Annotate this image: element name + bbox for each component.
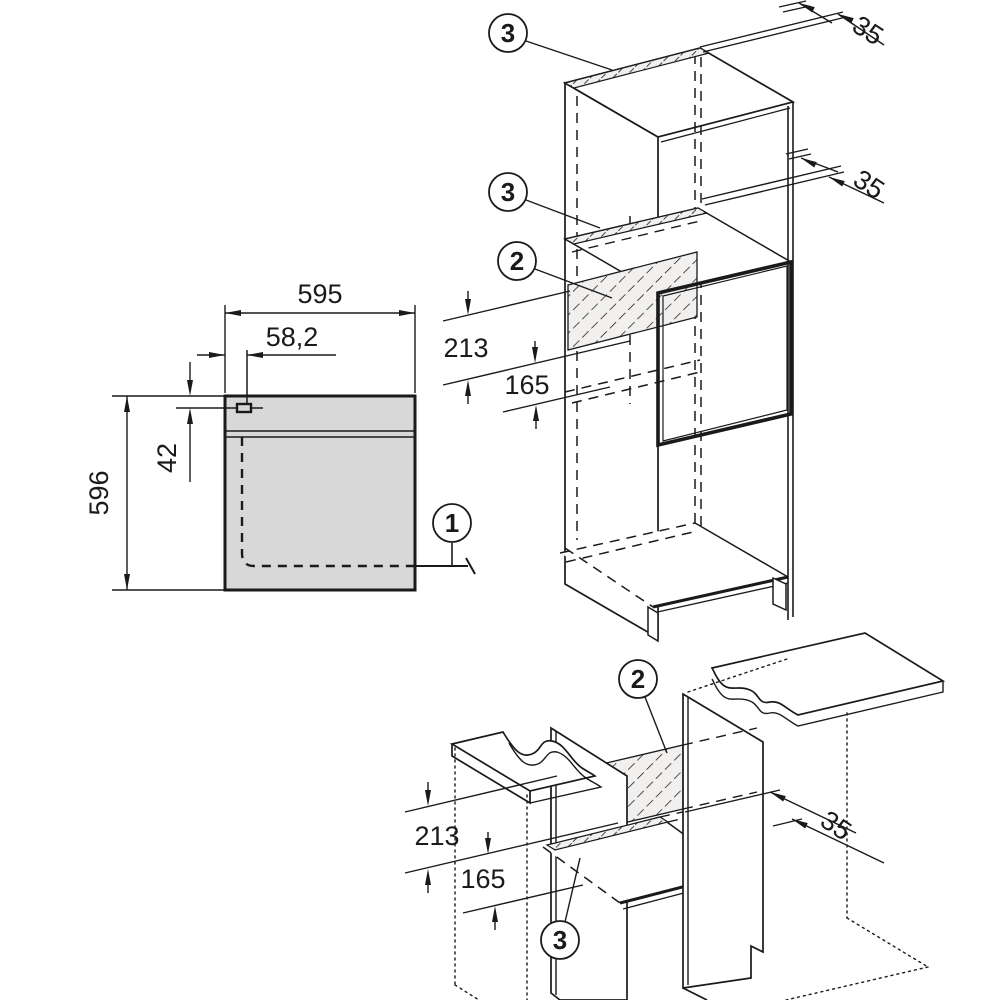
callout-3-shelf: 3 bbox=[501, 177, 515, 207]
callout-circle-3-shelf bbox=[488, 172, 528, 212]
vent-strip-top bbox=[563, 47, 711, 89]
tall-foot-left bbox=[647, 605, 659, 643]
dim-offset: 58,2 bbox=[266, 322, 319, 352]
base-unit-view bbox=[404, 632, 946, 1000]
tall-unit-view bbox=[442, 0, 885, 643]
dim-height: 596 bbox=[84, 470, 114, 515]
dim-vent-base: 35 bbox=[815, 805, 857, 847]
fixing-clip bbox=[235, 402, 253, 414]
callout-1: 1 bbox=[445, 508, 459, 538]
dim-vent-top: 35 bbox=[847, 10, 889, 52]
dim-cutout-bottom-tall: 165 bbox=[504, 370, 549, 400]
right-cabinet-panel bbox=[682, 692, 764, 989]
callout-circle-3-top bbox=[488, 13, 528, 53]
rear-cutout-hatch bbox=[567, 251, 698, 351]
dim-clip-drop: 42 bbox=[152, 443, 182, 473]
recess-dashed-outline bbox=[240, 437, 415, 568]
callout-3-base: 3 bbox=[553, 925, 567, 955]
right-worktop bbox=[710, 632, 946, 716]
appliance-niche bbox=[656, 259, 793, 448]
vent-strip-shelf bbox=[563, 207, 709, 245]
callout-3-top: 3 bbox=[501, 18, 515, 48]
callout-2-tall: 2 bbox=[510, 246, 524, 276]
right-worktop-break-edge bbox=[711, 678, 944, 727]
left-worktop-break-edge bbox=[508, 742, 603, 804]
appliance-outline bbox=[223, 394, 417, 592]
tall-foot-right bbox=[772, 576, 787, 612]
dim-cutout-bottom-base: 165 bbox=[460, 864, 505, 894]
callout-circle-3-base bbox=[540, 920, 580, 960]
callout-2-base: 2 bbox=[631, 664, 645, 694]
power-lead-tick bbox=[465, 557, 476, 575]
callout-circle-2-base bbox=[618, 659, 658, 699]
tall-bottom-front-edge bbox=[652, 575, 789, 609]
front-view bbox=[112, 305, 476, 592]
dim-width: 595 bbox=[297, 279, 342, 309]
callout-circle-2-tall bbox=[497, 241, 537, 281]
dim-cutout-height-tall: 213 bbox=[443, 333, 488, 363]
dim-vent-mid: 35 bbox=[848, 164, 890, 206]
callout-circle-1 bbox=[432, 503, 472, 543]
dim-cutout-height-base: 213 bbox=[414, 821, 459, 851]
